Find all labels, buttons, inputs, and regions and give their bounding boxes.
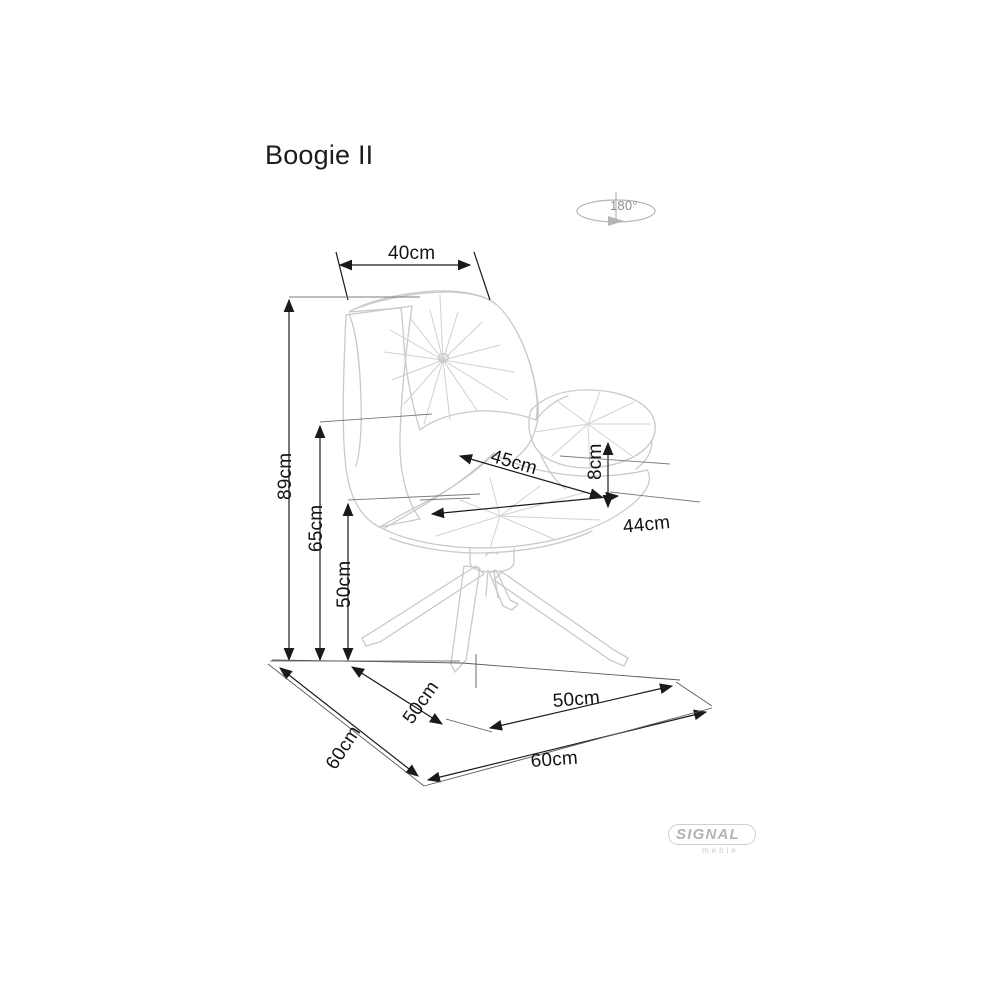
dim-label-width-top: 40cm <box>388 243 436 264</box>
dimension-lines <box>267 251 713 787</box>
logo-wordmark: SIGNAL <box>676 826 740 843</box>
dim-label-height-total: 89cm <box>275 452 296 500</box>
dim-label-height-backrest: 65cm <box>306 504 327 552</box>
dim-label-height-armrest: 50cm <box>334 560 355 608</box>
dim-label-base-depth-right: 50cm <box>552 687 601 712</box>
logo-outline <box>668 824 756 845</box>
logo-tagline: meble <box>702 846 739 855</box>
dim-label-cushion-thickness: 8cm <box>585 443 606 481</box>
rotate-180-icon <box>576 192 656 226</box>
page-title: Boogie II <box>265 140 374 170</box>
brand-logo: SIGNAL meble <box>668 824 760 858</box>
rotation-badge-label: 180° <box>610 198 638 213</box>
dim-label-base-width-right: 60cm <box>530 747 579 772</box>
